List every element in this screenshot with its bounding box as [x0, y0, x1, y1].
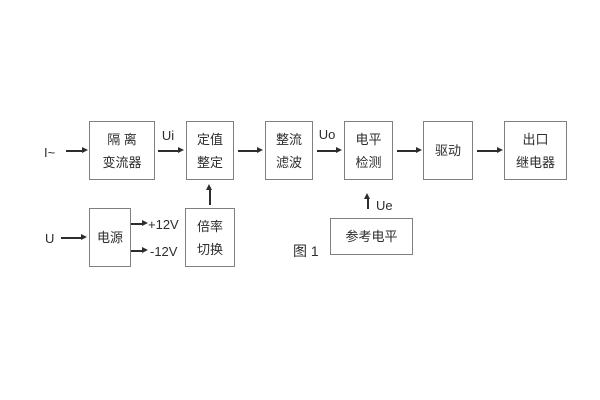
arrow-setting-to-rectifier-icon [238, 147, 263, 153]
arrow-negative-rail-icon [131, 247, 148, 253]
rail-negative-label: -12V [150, 244, 178, 259]
arrow-isolation-to-setting-icon [158, 147, 184, 153]
signal-uo-label: Uo [318, 127, 336, 142]
supply-input-label: U [45, 231, 55, 246]
signal-ue-label: Ue [376, 198, 393, 213]
arrow-current-input-icon [66, 147, 88, 153]
rail-positive-label: +12V [148, 217, 179, 232]
block-power-supply: 电源 [89, 208, 131, 267]
block-isolation-transformer-line1: 隔 离 [107, 131, 137, 147]
block-rectifier-filter-line1: 整流 [275, 131, 302, 147]
block-setting-adjust-line2: 整定 [196, 154, 223, 170]
block-setting-adjust: 定值 整定 [186, 121, 234, 180]
block-reference-level: 参考电平 [330, 218, 413, 255]
arrow-ratio-to-setting-icon [206, 184, 212, 205]
block-rectifier-filter: 整流 滤波 [265, 121, 313, 180]
arrow-level-to-driver-icon [397, 147, 422, 153]
arrow-supply-input-icon [61, 234, 87, 240]
signal-ui-label: Ui [161, 128, 175, 143]
block-output-relay: 出口 继电器 [504, 121, 567, 180]
block-power-supply-line1: 电源 [96, 230, 123, 245]
block-reference-level-line1: 参考电平 [345, 229, 398, 244]
block-isolation-transformer: 隔 离 变流器 [89, 121, 155, 180]
block-setting-adjust-line1: 定值 [196, 131, 223, 147]
block-level-detector-line1: 电平 [355, 131, 382, 147]
arrow-positive-rail-icon [131, 220, 148, 226]
block-ratio-switch-line2: 切换 [196, 241, 223, 257]
input-current-label: I~ [44, 145, 56, 160]
block-driver: 驱动 [423, 121, 473, 180]
arrow-reference-to-level-icon [364, 193, 370, 209]
block-output-relay-line1: 出口 [522, 131, 549, 147]
block-ratio-switch: 倍率 切换 [185, 208, 235, 267]
block-rectifier-filter-line2: 滤波 [275, 154, 302, 170]
block-ratio-switch-line1: 倍率 [196, 218, 223, 234]
arrow-rectifier-to-level-icon [317, 147, 342, 153]
block-output-relay-line2: 继电器 [515, 154, 555, 170]
block-level-detector-line2: 检测 [355, 154, 382, 170]
block-level-detector: 电平 检测 [344, 121, 393, 180]
block-driver-line1: 驱动 [434, 143, 461, 158]
arrow-driver-to-output-icon [477, 147, 503, 153]
block-isolation-transformer-line2: 变流器 [102, 154, 142, 170]
figure-caption: 图 1 [293, 243, 319, 259]
